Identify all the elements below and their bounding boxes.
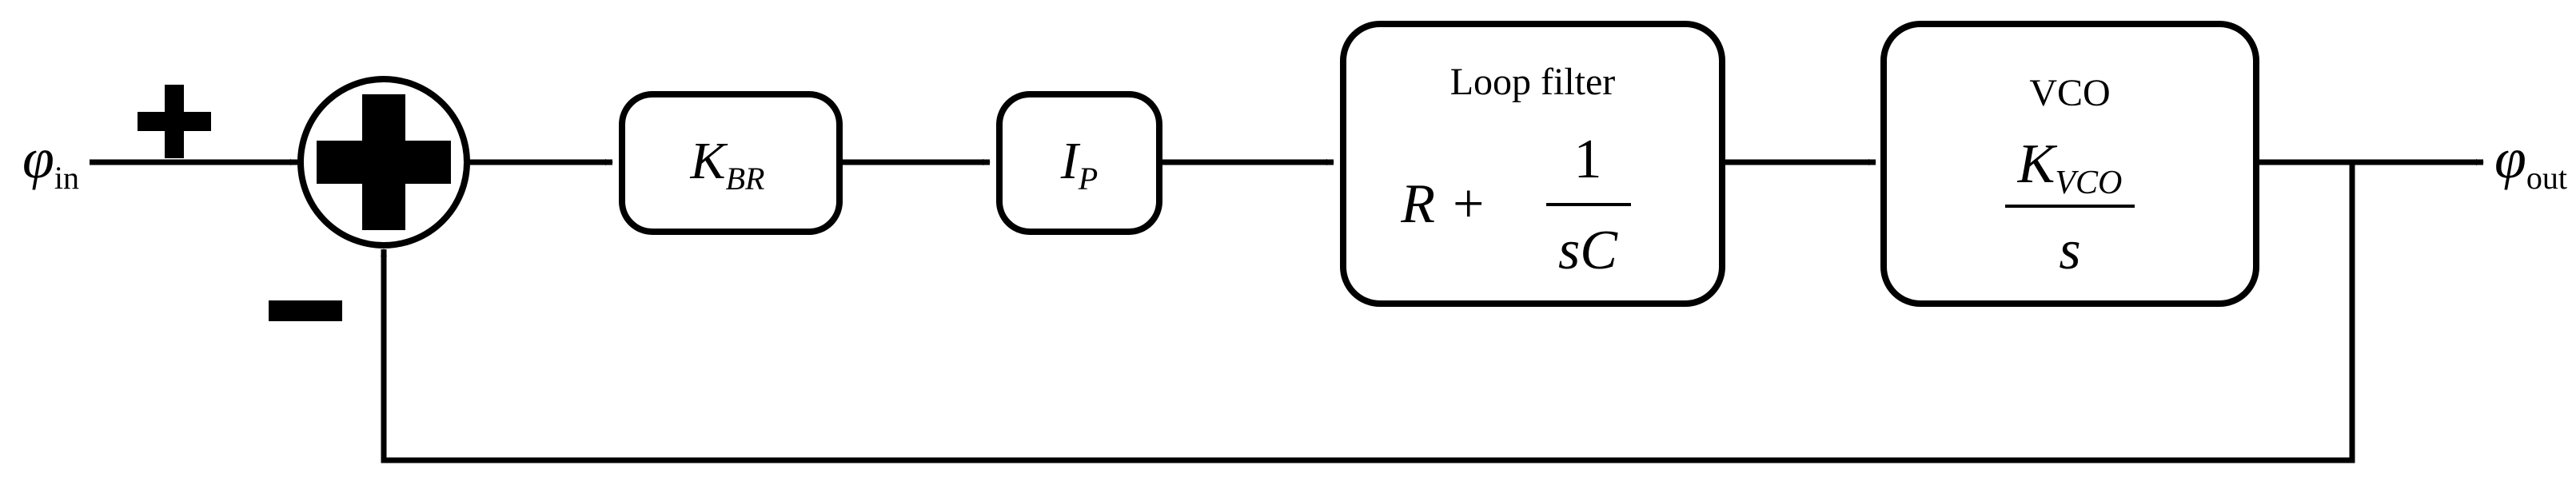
loop-filter-numerator: 1	[1574, 129, 1602, 190]
ip-subscript: P	[1078, 161, 1098, 197]
minus-sign-icon	[269, 300, 342, 321]
loop-filter-block: Loop filter R + 1 sC	[1340, 21, 1725, 307]
vco-numerator-subscript: VCO	[2055, 165, 2122, 201]
kbr-symbol: K	[690, 132, 728, 190]
kbr-label: KBR	[690, 132, 765, 197]
ip-block: IP	[996, 91, 1162, 235]
kbr-subscript: BR	[726, 161, 765, 197]
input-symbol: φ	[22, 126, 54, 190]
output-symbol: φ	[2494, 126, 2526, 190]
vco-numerator-symbol: K	[2017, 133, 2058, 195]
feedback-path	[381, 162, 2355, 463]
vco-block: VCO KVCO s	[1880, 21, 2259, 307]
summing-junction	[297, 76, 470, 248]
loop-filter-denominator: sC	[1558, 220, 1618, 281]
ip-label: IP	[1060, 132, 1098, 197]
loop-filter-lhs: R +	[1400, 173, 1487, 235]
input-label: φin	[22, 126, 79, 196]
plus-sign-icon	[138, 85, 211, 158]
loop-filter-title: Loop filter	[1450, 61, 1616, 103]
kbr-block: KBR	[619, 91, 843, 235]
output-label: φout	[2494, 126, 2567, 196]
vco-denominator: s	[2059, 220, 2080, 281]
ip-symbol: I	[1060, 132, 1081, 190]
input-subscript: in	[54, 160, 79, 196]
vco-title: VCO	[2029, 72, 2110, 114]
output-subscript: out	[2526, 160, 2567, 196]
vco-numerator: KVCO	[2017, 133, 2123, 201]
